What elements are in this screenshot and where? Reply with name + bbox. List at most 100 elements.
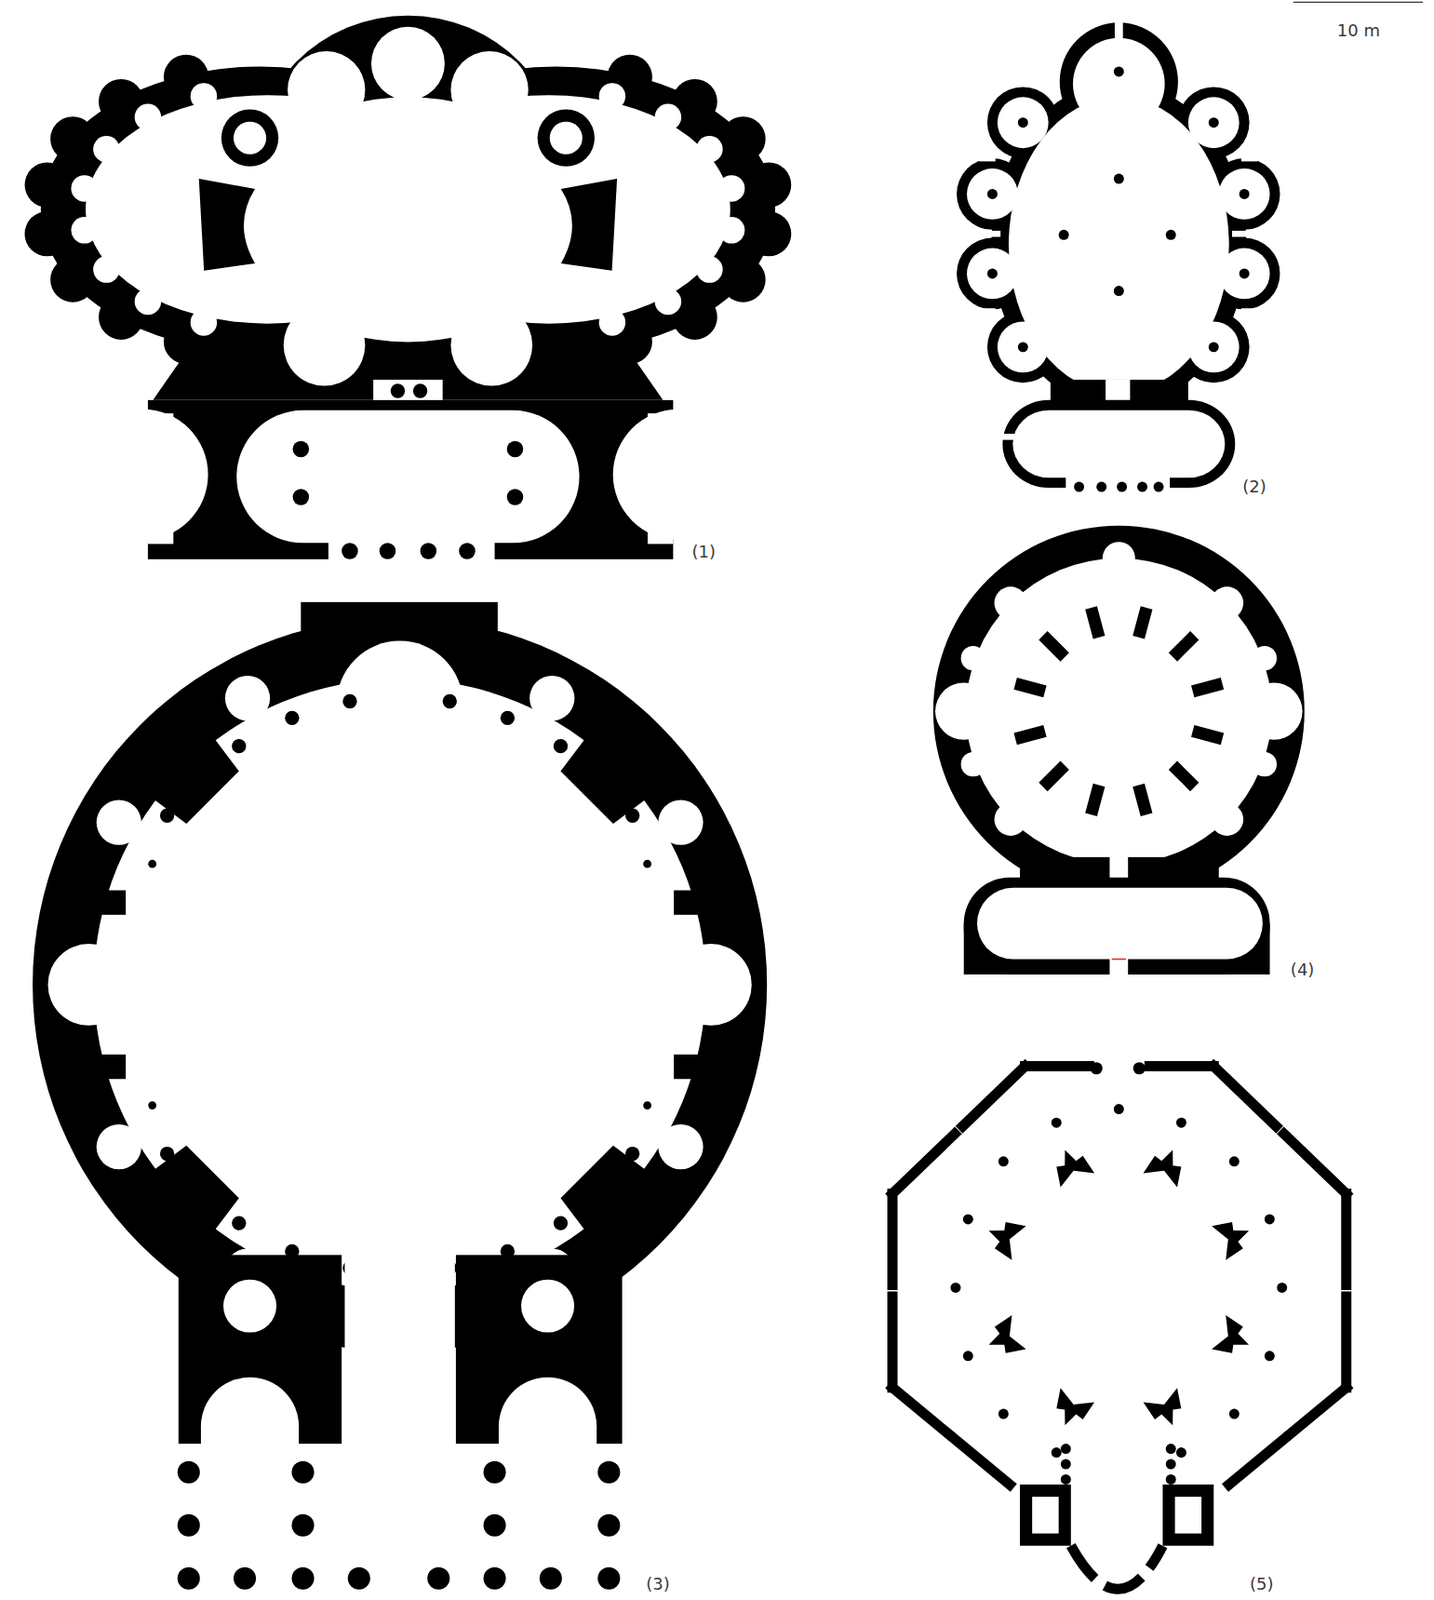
column [483,1514,507,1537]
pier [1191,677,1224,697]
pier [151,736,240,824]
stair [1175,1496,1202,1533]
wall-mass [991,81,1247,409]
niche [529,675,575,721]
column [643,859,652,869]
niche [134,104,161,131]
column [483,1567,507,1590]
exterior [77,409,208,540]
column [177,1460,201,1484]
chapel-wall [746,211,791,256]
column [987,188,998,200]
scale-bar [1293,1,1423,3]
arch [201,1425,299,1447]
column [341,542,359,560]
column [1113,1103,1125,1114]
pier [561,178,617,271]
stair [549,121,583,155]
pier [199,178,255,271]
opening [1232,230,1249,238]
pier [1085,605,1105,639]
column [233,1567,256,1590]
chapel [1219,168,1271,220]
opening [1109,953,1128,977]
niche [190,308,217,336]
niche [93,135,120,162]
opening [1241,155,1259,162]
column [1208,341,1220,352]
column [1176,1447,1187,1458]
threshold-mark [1112,958,1126,961]
wall [1149,1060,1214,1072]
chapel [966,168,1019,220]
stair [1031,1496,1059,1533]
chapel [997,321,1049,373]
column [291,1514,314,1537]
wall-mass [1162,1484,1214,1546]
column [1116,482,1127,493]
column [342,694,357,709]
wall [1340,1193,1352,1286]
chapel [966,248,1019,300]
niche [599,82,626,109]
pier [1047,1142,1095,1188]
column [597,1567,620,1590]
column [1018,341,1029,352]
pier [1013,724,1046,745]
column [390,383,405,398]
pier [1038,630,1070,662]
exterior [147,413,174,544]
column [625,808,640,823]
niche [718,216,745,243]
column [1060,1459,1072,1470]
column [293,488,310,506]
column [1229,1155,1240,1166]
entrance [344,1239,455,1363]
column [1113,66,1125,77]
pier [1085,783,1105,817]
column [413,383,428,398]
plan-number: (1) [692,543,717,561]
column [231,738,246,753]
column [1073,482,1085,493]
stair [521,1279,575,1333]
pier [1143,1142,1191,1188]
column [458,542,476,560]
pier [1132,783,1153,817]
exterior [647,413,673,544]
apse [1072,38,1166,131]
opening [373,379,443,403]
niche [134,288,161,315]
plan-number: (4) [1290,961,1315,979]
wall [887,1296,898,1388]
column [1239,268,1250,279]
column [643,1100,652,1110]
plan-4 [933,525,1305,977]
column [507,488,524,506]
niche [190,82,217,109]
column [442,694,457,709]
column [1113,174,1125,185]
plan-2 [956,20,1280,492]
niche [70,216,97,243]
column [1051,1447,1062,1458]
niche [961,751,986,777]
column [1058,229,1070,241]
column [1133,1061,1146,1074]
column [348,1567,371,1590]
column [500,710,515,725]
wall-mass [964,877,1271,975]
chapel [935,682,992,739]
column [625,1146,640,1161]
column [963,1214,974,1225]
vestibule [977,887,1263,960]
pier [1168,761,1200,792]
pier [1191,724,1224,745]
column [597,1460,620,1484]
column [147,859,157,869]
pier [1013,677,1046,697]
column [1165,1443,1177,1454]
niche [657,1124,703,1169]
pier [560,1145,648,1233]
apse [371,26,445,101]
